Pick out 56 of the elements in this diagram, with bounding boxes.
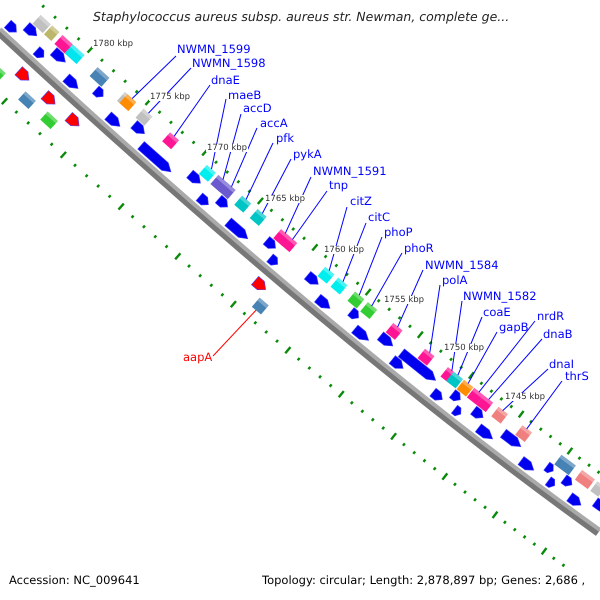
leader-line: [328, 206, 348, 272]
gene-label: NWMN_1598: [192, 58, 266, 70]
leader-line: [457, 316, 482, 376]
scale-label: 1745 kbp: [504, 392, 546, 401]
gene-label: dnaB: [543, 329, 573, 340]
leader-line: [292, 190, 328, 240]
gene-label: gapB: [499, 322, 529, 334]
gene-label: citZ: [350, 196, 372, 208]
gene-label: phoP: [384, 227, 413, 238]
gene-label: dnaE: [211, 75, 240, 86]
scale-label: 1765 kbp: [264, 194, 306, 203]
leader-line: [429, 284, 440, 354]
gene-label: phoR: [404, 243, 434, 254]
gene-label: tnp: [329, 180, 348, 192]
gene-label: thrS: [565, 371, 589, 382]
leader-line: [231, 128, 258, 188]
leader-line: [358, 236, 382, 296]
scale-label: 1750 kbp: [443, 344, 486, 352]
gene-label: pykA: [293, 149, 322, 160]
leader-line: [488, 338, 542, 400]
gene-label: NWMN_1599: [177, 44, 251, 56]
leader-line: [174, 84, 210, 137]
scale-label: 1770 kbp: [206, 144, 248, 152]
accession-text: Accession: NC_009641: [9, 575, 140, 586]
leader-line: [246, 142, 274, 200]
leader-line: [211, 98, 226, 170]
gene-label: nrdR: [537, 311, 564, 322]
gene-label: coaE: [483, 307, 511, 318]
leader-line: [284, 176, 312, 234]
map-title: Staphylococcus aureus subsp. aureus str. Newman, complete ge...: [93, 10, 510, 23]
scale-label: 1755 kbp: [383, 296, 426, 304]
leader-line: [478, 320, 536, 393]
leader-line: [342, 222, 366, 282]
leader-line: [132, 56, 176, 99]
leader-line: [371, 252, 402, 306]
gene-label: aapA: [183, 352, 212, 364]
gene-label: accD: [243, 103, 272, 114]
scale-label: 1780 kbp: [92, 40, 134, 48]
leader-line: [526, 380, 562, 430]
leader-line: [397, 270, 424, 328]
genome-info-text: Topology: circular; Length: 2,878,897 bp; Genes: 2,686 ,: [262, 575, 586, 586]
leader-line: [451, 300, 462, 372]
gene-label: dnaI: [549, 359, 574, 370]
gene-label: NWMN_1591: [313, 166, 387, 178]
gene-label: pfk: [276, 133, 294, 144]
gene-label: accA: [260, 118, 288, 130]
gene-label: citC: [368, 212, 390, 224]
gene-label: polA: [442, 275, 468, 286]
gene-label: NWMN_1582: [463, 291, 537, 302]
scale-label: 1760 kbp: [323, 246, 366, 254]
gene-label: maeB: [228, 90, 262, 102]
leader-line: [468, 332, 498, 384]
leader-line: [212, 310, 257, 356]
gene-label: NWMN_1584: [425, 260, 499, 272]
scale-label: 1775 kbp: [149, 92, 192, 101]
leader-line: [222, 114, 242, 180]
